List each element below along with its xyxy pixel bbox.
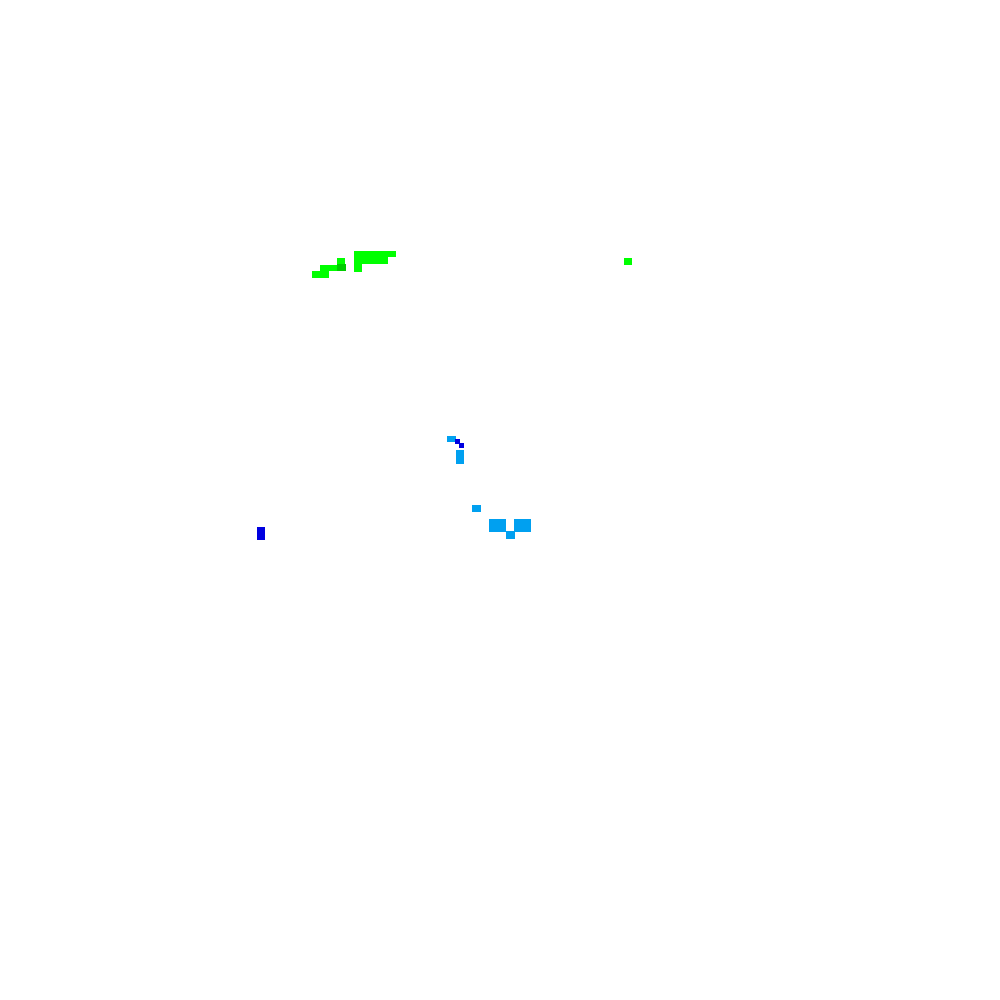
- green-pixel: [320, 265, 337, 271]
- sky-blue-pixel: [447, 436, 456, 442]
- green-pixel: [354, 257, 388, 264]
- sky-blue-pixel: [514, 519, 531, 532]
- green-pixel: [354, 251, 396, 257]
- green-pixel: [337, 264, 346, 271]
- blue-pixel: [459, 443, 464, 448]
- sky-blue-cluster: [472, 505, 531, 539]
- green-pixel: [624, 258, 632, 265]
- sky-blue-pixel: [489, 519, 506, 532]
- green-streak-cluster: [312, 251, 396, 278]
- sky-blue-pixel: [456, 450, 464, 464]
- green-dot: [624, 258, 632, 265]
- blue-pixel: [257, 527, 265, 540]
- blue-bar: [257, 527, 265, 540]
- blue-hook-cluster: [447, 436, 464, 464]
- sky-blue-pixel: [506, 531, 515, 539]
- blue-pixel: [455, 439, 460, 444]
- sky-blue-pixel: [472, 505, 481, 512]
- green-pixel: [312, 271, 329, 278]
- green-pixel: [354, 264, 362, 272]
- green-pixel: [337, 258, 345, 264]
